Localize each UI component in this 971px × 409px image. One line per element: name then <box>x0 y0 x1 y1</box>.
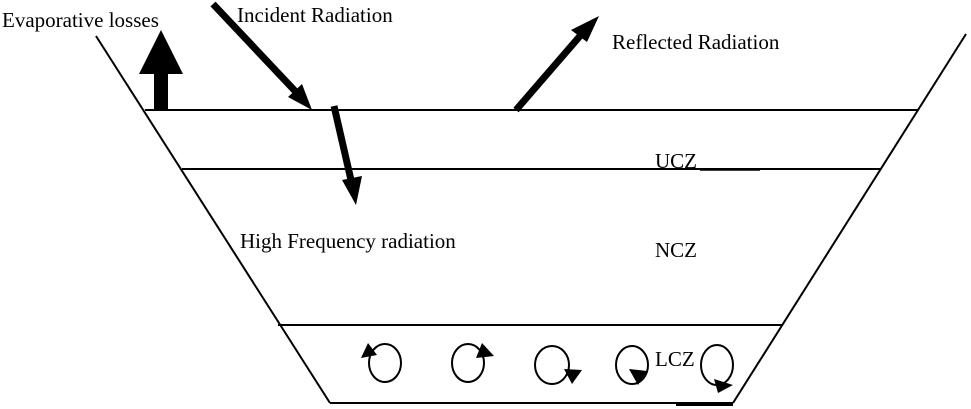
convection-cell <box>361 343 402 383</box>
pond-right-wall <box>732 33 967 404</box>
ucz-label: UCZ <box>655 149 697 173</box>
convection-cell <box>700 344 734 393</box>
convection-cell <box>615 345 649 385</box>
lcz-label: LCZ <box>655 347 695 371</box>
reflected-radiation-arrow <box>513 16 599 113</box>
reflected-radiation-label: Reflected Radiation <box>612 30 780 54</box>
convection-cell <box>451 343 494 383</box>
ncz-label: NCZ <box>655 238 697 262</box>
incident-radiation-label: Incident Radiation <box>237 3 393 27</box>
high-frequency-arrow <box>330 105 362 205</box>
high-frequency-label: High Frequency radiation <box>240 229 456 253</box>
evaporative-losses-label: Evaporative losses <box>2 8 159 32</box>
pond-left-wall <box>95 35 331 404</box>
incident-radiation-arrow <box>210 1 312 110</box>
evaporative-arrow <box>139 30 183 110</box>
convection-cell <box>534 345 582 385</box>
